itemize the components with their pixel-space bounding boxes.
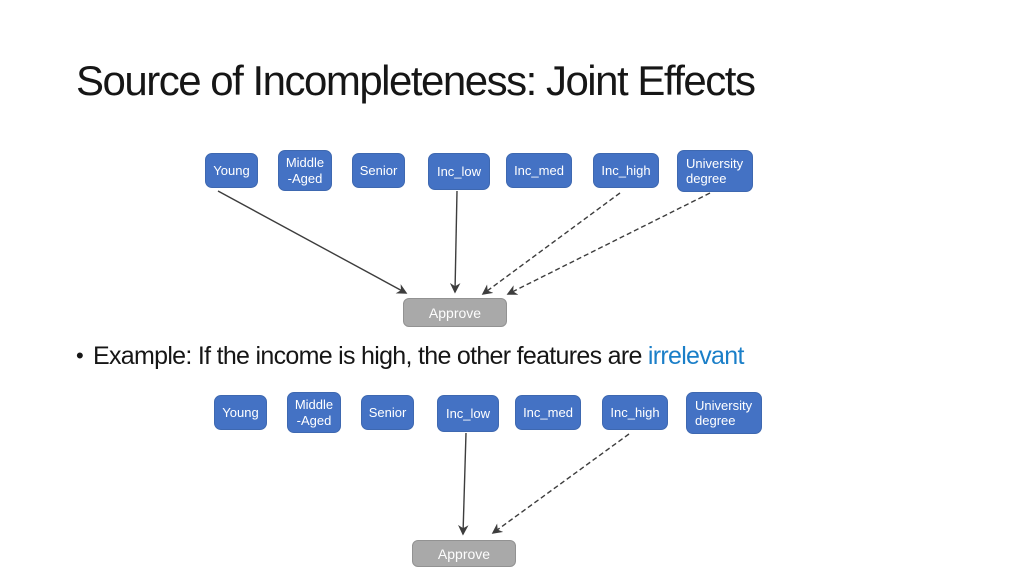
node-inc-low-bottom: Inc_low <box>437 395 499 432</box>
bullet-text: Example: If the income is high, the othe… <box>93 342 648 370</box>
node-approve-top: Approve <box>403 298 507 327</box>
node-inc-low-top: Inc_low <box>428 153 490 190</box>
edge-inc-low-approve-top <box>449 190 461 294</box>
node-approve-bottom: Approve <box>412 540 516 567</box>
edge-young-approve-top <box>217 190 408 294</box>
node-young-top: Young <box>205 153 258 188</box>
node-university-degree-bottom: University degree <box>686 392 762 434</box>
node-middle-aged-bottom: Middle -Aged <box>287 392 341 433</box>
slide-title: Source of Incompleteness: Joint Effects <box>76 57 756 104</box>
node-senior-top: Senior <box>352 153 405 188</box>
edge-inc-high-approve-top <box>481 192 621 295</box>
bullet-marker: • <box>76 343 84 368</box>
node-inc-med-top: Inc_med <box>506 153 572 188</box>
bullet-line: • Example: If the income is high, the oth… <box>76 342 976 371</box>
node-middle-aged-top: Middle -Aged <box>278 150 332 191</box>
node-inc-high-top: Inc_high <box>593 153 659 188</box>
node-inc-high-bottom: Inc_high <box>602 395 668 430</box>
edge-inc-high-approve-bottom <box>491 433 630 534</box>
node-university-degree-top: University degree <box>677 150 753 192</box>
edge-university-approve-top <box>506 192 711 295</box>
bullet-highlight-irrelevant: irrelevant <box>647 342 745 370</box>
node-inc-med-bottom: Inc_med <box>515 395 581 430</box>
edge-inc-low-approve-bottom <box>458 432 469 536</box>
node-young-bottom: Young <box>214 395 267 430</box>
node-senior-bottom: Senior <box>361 395 414 430</box>
